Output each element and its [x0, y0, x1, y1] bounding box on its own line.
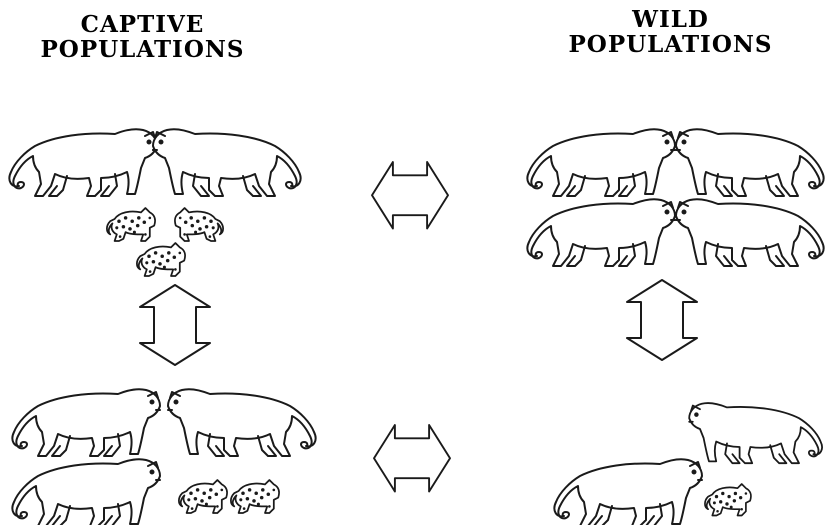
captive-bottom-cub-1: [178, 479, 228, 514]
wild-bottom-cub-1: [704, 483, 752, 517]
captive-bottom-cub-2: [230, 479, 280, 514]
captive-top-group: [8, 128, 302, 277]
wild-top-group: [526, 128, 825, 267]
captive-top-cub-3: [136, 242, 186, 277]
captive-populations-heading: CAPTIVE POPULATIONS: [20, 12, 265, 62]
wild-top-adult-3: [526, 198, 676, 267]
captive-bottom-adult-1: [11, 388, 161, 457]
wild-heading-line1: WILD: [632, 6, 709, 33]
captive-top-adult-2: [152, 128, 302, 197]
wild-top-adult-2: [675, 128, 825, 197]
captive-heading-line2: POPULATIONS: [40, 36, 245, 63]
wild-vertical-exchange-arrow: [626, 279, 698, 361]
captive-bottom-group: [11, 388, 317, 525]
captive-bottom-adult-3: [11, 458, 161, 525]
wild-top-adult-4: [675, 198, 825, 267]
captive-bottom-adult-2: [167, 388, 317, 457]
wild-bottom-group: [553, 402, 823, 525]
captive-vertical-exchange-arrow: [139, 284, 211, 366]
captive-heading-line1: CAPTIVE: [80, 11, 205, 38]
top-horizontal-exchange-arrow: [371, 161, 449, 230]
captive-top-cub-1: [106, 207, 156, 242]
wild-bottom-adult-1: [688, 402, 823, 465]
wild-bottom-adult-2: [553, 458, 703, 525]
bottom-horizontal-exchange-arrow: [373, 424, 451, 493]
wild-heading-line2: POPULATIONS: [568, 31, 773, 58]
captive-top-adult-1: [8, 128, 158, 197]
wild-populations-heading: WILD POPULATIONS: [548, 7, 793, 57]
captive-top-cub-2: [174, 207, 224, 242]
wild-top-adult-1: [526, 128, 676, 197]
